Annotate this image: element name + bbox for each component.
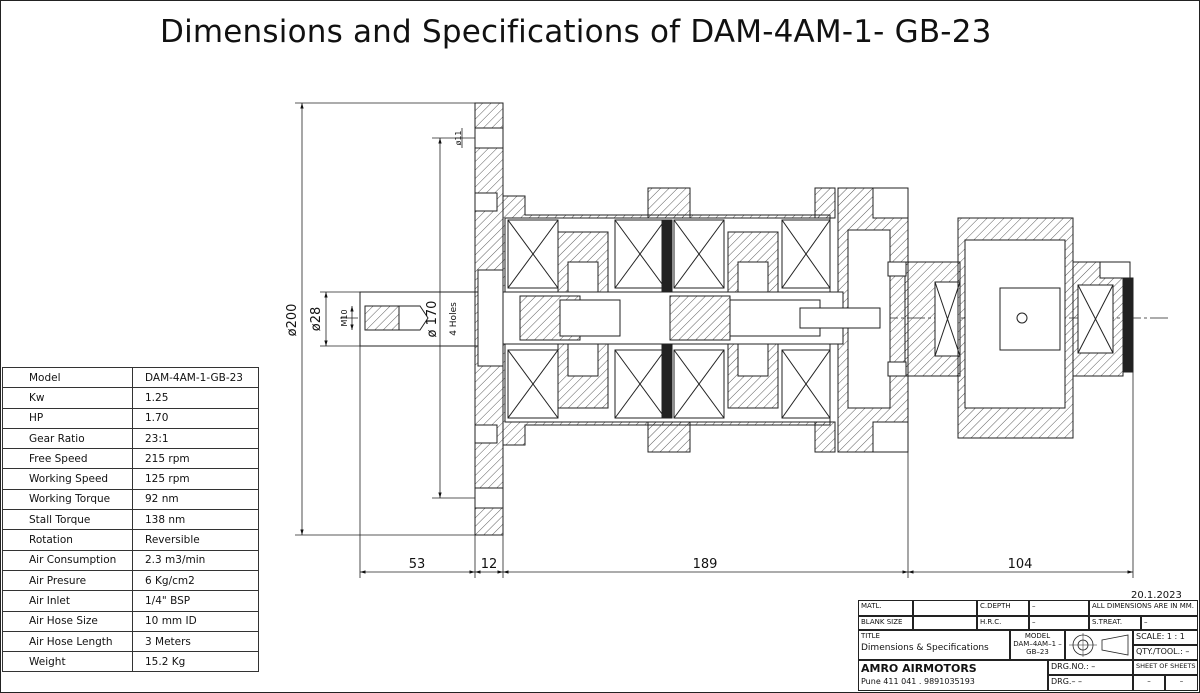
title-block: MATL. C.DEPTH – ALL DIMENSIONS ARE IN MM… bbox=[858, 600, 1198, 691]
tb-drg: DRG.– – bbox=[1048, 675, 1133, 691]
tb-all-dimensions: ALL DIMENSIONS ARE IN MM. bbox=[1089, 600, 1198, 616]
spec-value: DAM-4AM-1-GB-23 bbox=[132, 366, 259, 389]
spec-key: Gear Ratio bbox=[2, 427, 133, 450]
tb-company: AMRO AIRMOTORS bbox=[861, 662, 977, 675]
tb-hrc-value: – bbox=[1029, 616, 1089, 630]
spec-key: Weight bbox=[2, 651, 133, 673]
tb-scale: SCALE: 1 : 1 bbox=[1133, 630, 1198, 645]
dim-len-104: 104 bbox=[1008, 557, 1033, 572]
dimension-lines bbox=[295, 102, 1134, 578]
dim-dia-200: ø200 bbox=[285, 304, 300, 337]
dim-dia-28: ø28 bbox=[309, 307, 324, 332]
spec-value: 3 Meters bbox=[132, 630, 259, 653]
spec-value: 23:1 bbox=[132, 427, 259, 450]
tb-sheet: SHEET OF SHEETS bbox=[1133, 660, 1198, 675]
tb-drg-no: DRG.NO.: – bbox=[1048, 660, 1133, 675]
spec-key: HP bbox=[2, 407, 133, 429]
spec-key: Model bbox=[2, 366, 133, 389]
input-shaft bbox=[359, 291, 479, 347]
spec-key: Air Hose Length bbox=[2, 630, 133, 653]
tb-hrc: H.R.C. bbox=[977, 616, 1029, 630]
tb-blank-size: BLANK SIZE bbox=[858, 616, 913, 630]
tb-matl: MATL. bbox=[858, 600, 913, 616]
tb-qty: QTY./TOOL.: – bbox=[1133, 645, 1198, 660]
spec-key: Free Speed bbox=[2, 448, 133, 470]
dim-len-53: 53 bbox=[409, 557, 426, 572]
spec-value: 15.2 Kg bbox=[132, 651, 259, 673]
spec-value: 2.3 m3/min bbox=[132, 549, 259, 571]
spec-value: 125 rpm bbox=[132, 468, 259, 490]
spec-key: Air Inlet bbox=[2, 590, 133, 612]
drawing-date: 20.1.2023 bbox=[1131, 590, 1182, 601]
tb-sheet-b: – bbox=[1165, 675, 1198, 691]
spec-key: Stall Torque bbox=[2, 509, 133, 531]
spec-value: 92 nm bbox=[132, 488, 259, 511]
tb-address: Pune 411 041 . 9891035193 bbox=[861, 677, 975, 686]
tb-c-depth: C.DEPTH bbox=[977, 600, 1029, 616]
spec-key: Kw bbox=[2, 387, 133, 409]
dim-dia-11: ø11 bbox=[454, 130, 463, 145]
tb-title-value: Dimensions & Specifications bbox=[861, 643, 989, 653]
dim-dia-170: ø 170 bbox=[425, 301, 440, 338]
projection-symbol bbox=[1065, 630, 1133, 660]
spec-key: Air Consumption bbox=[2, 549, 133, 571]
spec-value: 1.70 bbox=[132, 407, 259, 429]
air-motor bbox=[957, 217, 1134, 439]
spec-key: Air Presure bbox=[2, 569, 133, 592]
spec-key: Rotation bbox=[2, 529, 133, 551]
mounting-flange bbox=[474, 102, 504, 536]
spec-value: 10 mm ID bbox=[132, 610, 259, 632]
spec-value: 1/4" BSP bbox=[132, 590, 259, 612]
spec-key: Working Torque bbox=[2, 488, 133, 511]
tb-c-depth-value: – bbox=[1029, 600, 1089, 616]
spec-value: 6 Kg/cm2 bbox=[132, 569, 259, 592]
tb-s-treat-value: – bbox=[1141, 616, 1198, 630]
tb-s-treat: S.TREAT. bbox=[1089, 616, 1141, 630]
spec-value: Reversible bbox=[132, 529, 259, 551]
page-title: Dimensions and Specifications of DAM-4AM… bbox=[160, 14, 992, 50]
dim-holes: 4 Holes bbox=[449, 302, 459, 336]
spec-value: 1.25 bbox=[132, 387, 259, 409]
spec-value: 215 rpm bbox=[132, 448, 259, 470]
spec-key: Working Speed bbox=[2, 468, 133, 490]
dim-thread-m10: M10 bbox=[340, 309, 349, 326]
tb-model-label: MODEL bbox=[1024, 632, 1051, 640]
spec-value: 138 nm bbox=[132, 509, 259, 531]
tb-model-value: DAM–4AM–1 –GB–23 bbox=[1013, 640, 1062, 656]
tb-sheet-a: – bbox=[1133, 675, 1165, 691]
dim-len-12: 12 bbox=[481, 557, 498, 572]
coupling-housing bbox=[887, 261, 961, 377]
tb-title-label: TITLE bbox=[861, 632, 880, 640]
dim-len-189: 189 bbox=[693, 557, 718, 572]
spec-key: Air Hose Size bbox=[2, 610, 133, 632]
